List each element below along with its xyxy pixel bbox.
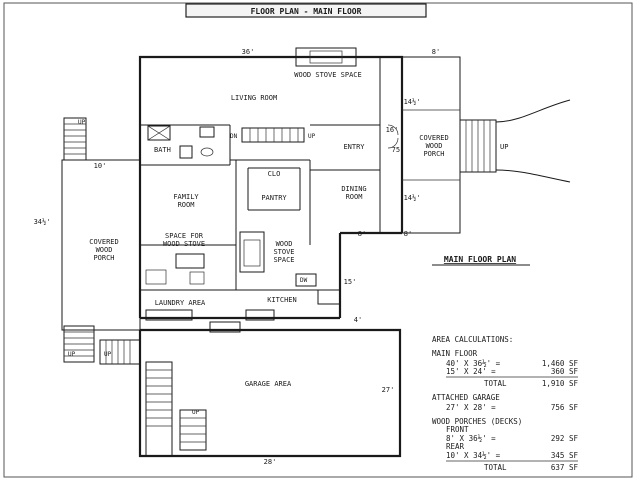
porches-rear-val: 345 SF — [551, 451, 579, 460]
main-floor-row1-expr: 40' X 36½' = — [446, 359, 501, 368]
label-up-living: UP — [308, 133, 316, 140]
main-floor-row2-val: 360 SF — [551, 367, 579, 376]
label-wood-stove-space: WOOD STOVE SPACE — [294, 71, 361, 79]
label-stove-mid-1: WOOD — [276, 240, 293, 248]
dim-27: 27' — [382, 386, 395, 394]
left-top-stairs — [63, 117, 87, 161]
dim-36-top: 36' — [242, 48, 255, 56]
label-left-porch-2: WOOD — [96, 246, 113, 254]
dim-8-top: 8' — [432, 48, 440, 56]
dim-75: 75' — [392, 146, 405, 154]
label-laundry: LAUNDRY AREA — [155, 299, 206, 307]
label-clo: CLO — [268, 170, 281, 178]
page-title: FLOOR PLAN - MAIN FLOOR — [251, 7, 362, 16]
left-porch — [61, 159, 141, 331]
dim-8-mid: 8' — [358, 230, 366, 238]
main-floor-total-val: 1,910 SF — [542, 379, 579, 388]
porches-rear-label: REAR — [446, 442, 465, 451]
page-border — [3, 2, 633, 478]
label-space-for-1: SPACE FOR — [165, 232, 204, 240]
porches-rear-expr: 10' X 34½' = — [446, 451, 501, 460]
dim-4: 4' — [354, 316, 362, 324]
label-family-1: FAMILY — [173, 193, 199, 201]
kitchen-counters — [209, 273, 341, 333]
label-stove-mid-2: STOVE — [273, 248, 294, 256]
label-up-lower-left-1: UP — [68, 351, 76, 358]
plan-label: MAIN FLOOR PLAN — [444, 255, 516, 264]
label-family-2: ROOM — [178, 201, 195, 209]
label-stove-mid-3: SPACE — [273, 256, 294, 264]
porches-front-label: FRONT — [446, 425, 469, 434]
porches-total-val: 637 SF — [551, 463, 579, 472]
label-entry: ENTRY — [343, 143, 365, 151]
porches-heading: WOOD PORCHES (DECKS) — [432, 417, 522, 426]
label-dw: DW — [300, 277, 308, 284]
label-up-garage: UP — [192, 409, 200, 416]
label-garage: GARAGE AREA — [245, 380, 292, 388]
label-dining-1: DINING — [341, 185, 366, 193]
porches-total-label: TOTAL — [484, 463, 507, 472]
dim-14-5-b: 14½' — [404, 194, 421, 202]
dim-16: 16' — [386, 126, 399, 134]
label-dining-2: ROOM — [346, 193, 363, 201]
label-right-porch-3: PORCH — [423, 150, 444, 158]
label-left-porch-3: PORCH — [93, 254, 114, 262]
main-floor-row1-val: 1,460 SF — [542, 359, 579, 368]
dim-14-5-a: 14½' — [404, 98, 421, 106]
area-title: AREA CALCULATIONS: — [432, 335, 513, 344]
label-kitchen: KITCHEN — [267, 296, 297, 304]
label-left-porch-1: COVERED — [89, 238, 119, 246]
dim-34-5-left: 34½' — [34, 218, 51, 226]
main-floor-row2-expr: 15' X 24' = — [446, 367, 496, 376]
label-right-porch-1: COVERED — [419, 134, 449, 142]
label-living-room: LIVING ROOM — [231, 94, 277, 102]
dim-15-right: 15' — [344, 278, 357, 286]
garage-heading: ATTACHED GARAGE — [432, 393, 500, 402]
garage-row1-expr: 27' X 28' = — [446, 403, 496, 412]
label-right-porch-2: WOOD — [426, 142, 443, 150]
kitchen-stove-box — [239, 231, 265, 273]
label-bath: BATH — [154, 146, 171, 154]
area-calculations: AREA CALCULATIONS: MAIN FLOOR 40' X 36½'… — [432, 335, 578, 472]
room-labels: WOOD STOVE SPACE LIVING ROOM DN UP BATH … — [68, 71, 508, 416]
door-swings — [387, 124, 399, 149]
dimension-labels: 36' 8' 14½' 16' 75' 14½' 10' 34½' 8' 8' … — [34, 48, 441, 466]
garage — [138, 328, 402, 458]
label-dn: DN — [230, 133, 238, 140]
living-stairs — [241, 127, 305, 143]
family-stove-box — [145, 253, 205, 285]
label-pantry: PANTRY — [261, 194, 287, 202]
porches-front-val: 292 SF — [551, 434, 579, 443]
porches-front-expr: 8' X 36½' = — [446, 434, 496, 443]
right-porch-stairs — [459, 99, 571, 183]
lower-left-stairs — [63, 325, 141, 365]
dim-28-bottom: 28' — [264, 458, 277, 466]
main-floor-heading: MAIN FLOOR — [432, 349, 478, 358]
bath-fixtures — [147, 125, 215, 159]
garage-row1-val: 756 SF — [551, 403, 579, 412]
title-banner — [185, 3, 427, 18]
label-up-lower-left-2: UP — [104, 351, 112, 358]
dim-10-left: 10' — [94, 162, 107, 170]
label-up-right-porch: UP — [500, 143, 508, 151]
main-floor-total-label: TOTAL — [484, 379, 507, 388]
dim-8-right: 8' — [404, 230, 412, 238]
laundry-fixtures — [145, 309, 193, 321]
label-space-for-2: WOOD STOVE — [163, 240, 205, 248]
label-up-left-top: UP — [78, 119, 86, 126]
top-stove-box — [295, 47, 357, 67]
